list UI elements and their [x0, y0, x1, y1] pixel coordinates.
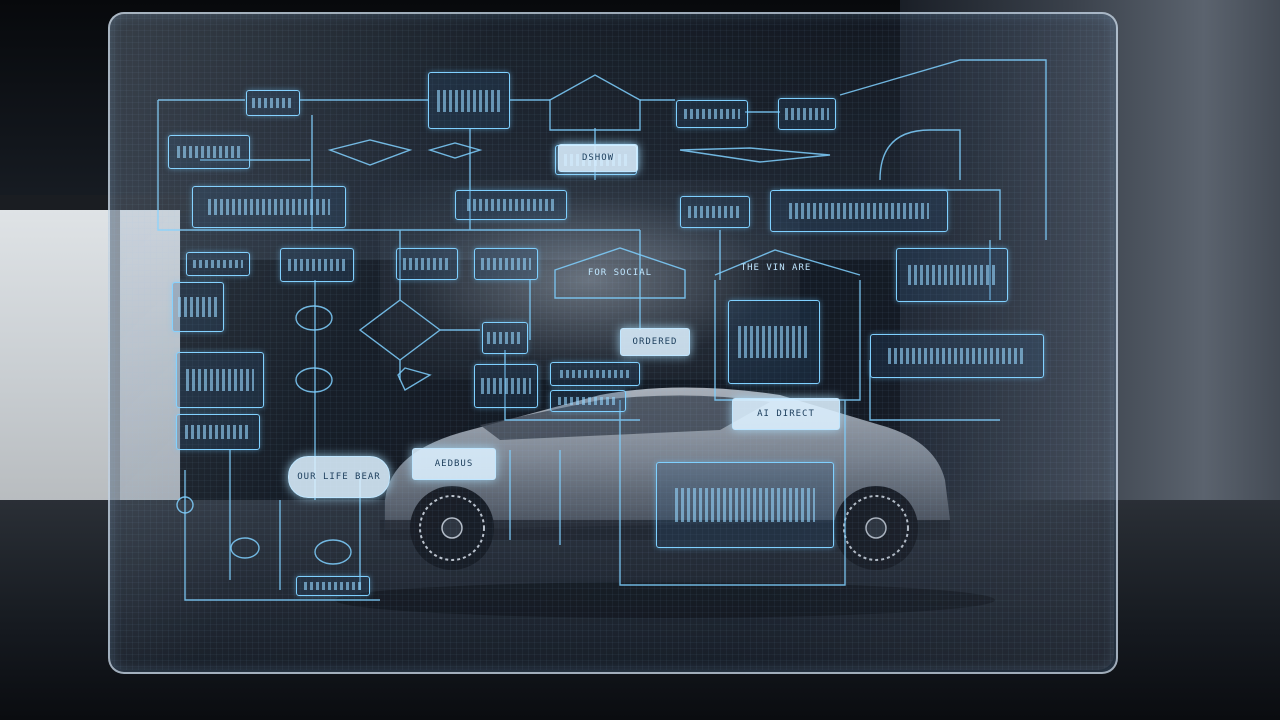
tag-label: THE VIN ARE	[740, 263, 812, 273]
tag-label: FOR SOCIAL	[587, 268, 653, 278]
diagram-node	[676, 100, 748, 128]
diagram-node	[474, 364, 538, 408]
glass-grid	[108, 12, 1114, 670]
left-window	[0, 210, 180, 510]
diagram-node	[280, 248, 354, 282]
diagram-node	[176, 414, 260, 450]
diagram-node	[455, 190, 567, 220]
tag-label: AI DIRECT	[757, 409, 815, 419]
diagram-node	[176, 352, 264, 408]
diagram-node	[778, 98, 836, 130]
diagram-node	[728, 300, 820, 384]
diagram-node	[168, 135, 250, 169]
diagram-tag: AEDBUS	[412, 448, 496, 480]
diagram-node	[550, 390, 626, 412]
diagram-node	[296, 576, 370, 596]
diagram-node	[474, 248, 538, 280]
glass-display-panel	[108, 12, 1118, 674]
diagram-tag: AI DIRECT	[732, 398, 840, 430]
diagram-node	[428, 72, 510, 129]
diagram-node	[870, 334, 1044, 378]
diagram-tag: FOR SOCIAL	[556, 248, 684, 298]
diagram-node	[396, 248, 458, 280]
window-frame	[0, 195, 200, 213]
diagram-tag: ORDERED	[620, 328, 690, 356]
tag-label: AEDBUS	[434, 459, 474, 469]
window-mullion	[110, 210, 120, 510]
tag-label: ORDERED	[632, 337, 678, 347]
diagram-node	[482, 322, 528, 354]
diagram-node	[680, 196, 750, 228]
diagram-node	[246, 90, 300, 116]
diagram-tag: OUR LIFE BEAR	[288, 456, 390, 498]
diagram-node	[550, 362, 640, 386]
diagram-node	[186, 252, 250, 276]
tag-label: DSHOW	[581, 153, 615, 163]
diagram-node	[896, 248, 1008, 302]
diagram-tag: THE VIN ARE	[716, 250, 836, 286]
diagram-node	[656, 462, 834, 548]
diagram-node	[172, 282, 224, 332]
tag-label: OUR LIFE BEAR	[297, 472, 381, 482]
diagram-tag: DSHOW	[558, 144, 638, 172]
diagram-node	[192, 186, 346, 228]
diagram-node	[770, 190, 948, 232]
